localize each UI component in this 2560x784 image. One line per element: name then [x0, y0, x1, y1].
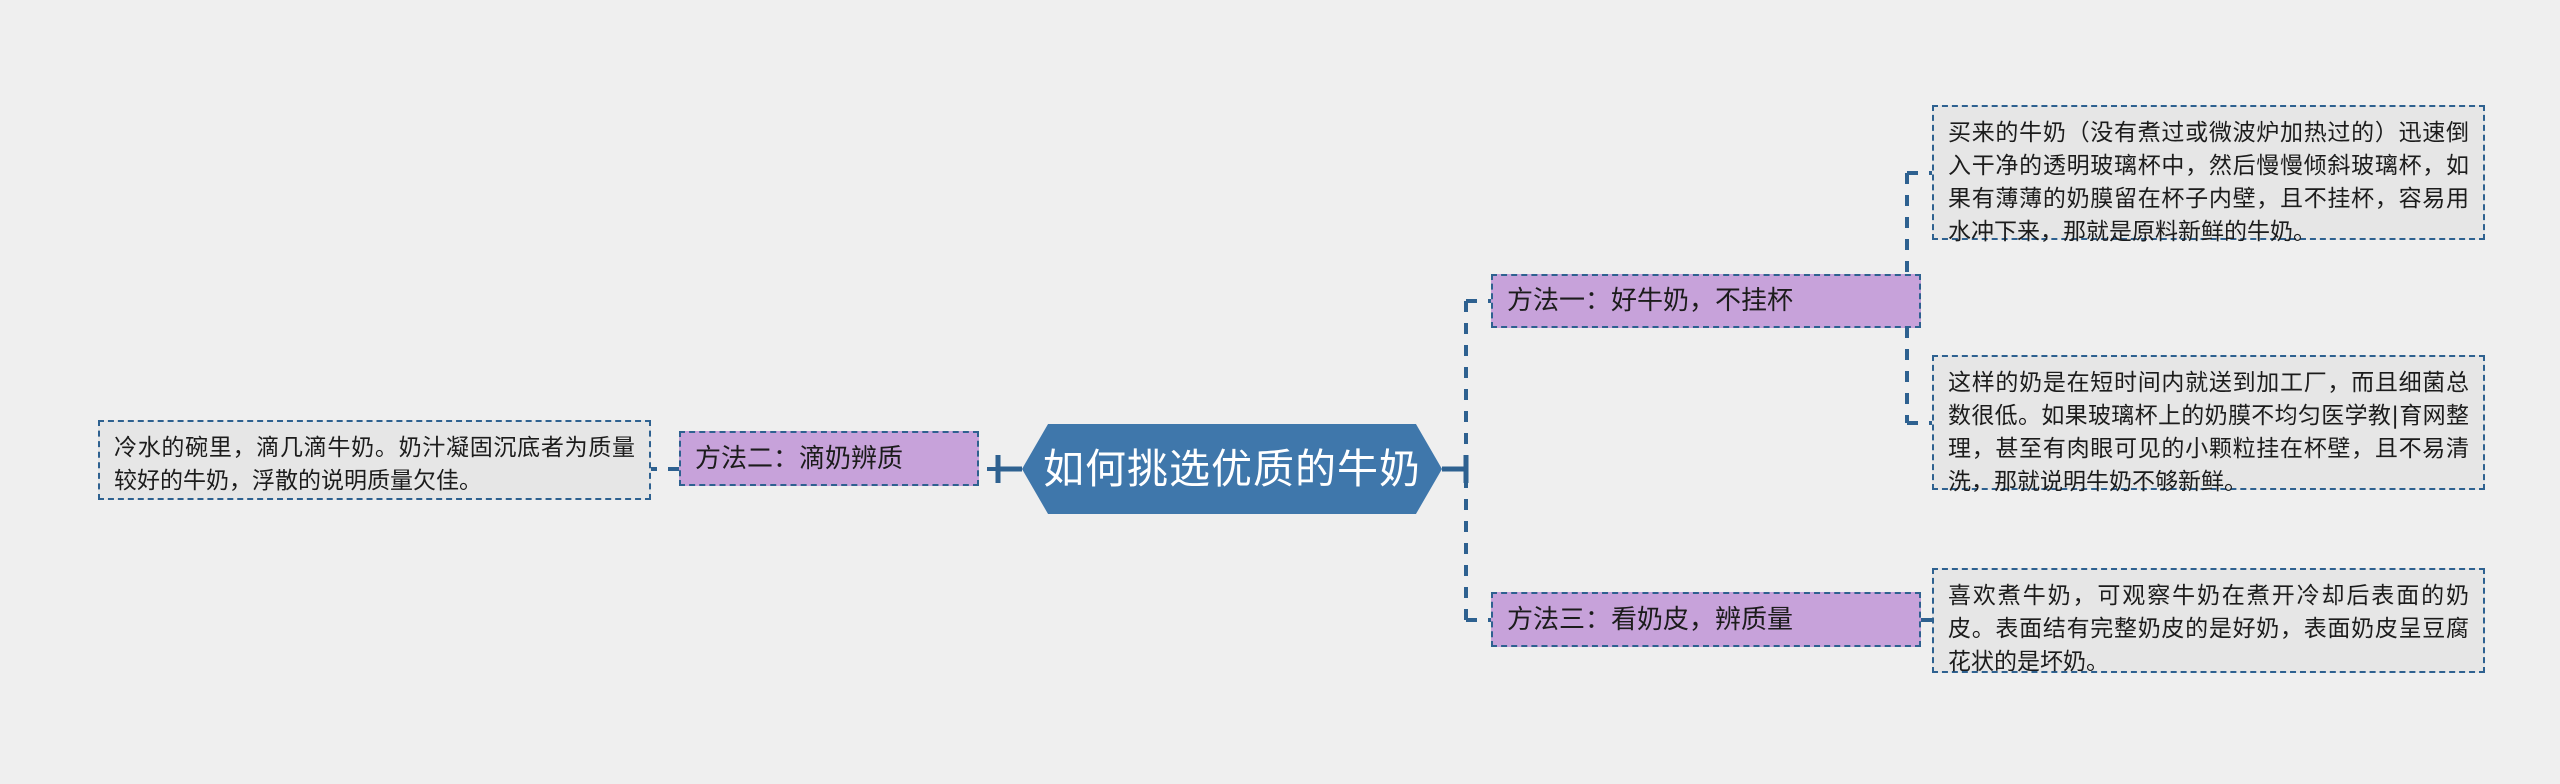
method-node-1-label: 方法一：好牛奶，不挂杯	[1507, 286, 1794, 316]
root-node-label: 如何挑选优质的牛奶	[1043, 444, 1421, 493]
root-node[interactable]: 如何挑选优质的牛奶	[1022, 424, 1442, 514]
detail-node-3[interactable]: 喜欢煮牛奶，可观察牛奶在煮开冷却后表面的奶皮。表面结有完整奶皮的是好奶，表面奶皮…	[1932, 568, 2485, 675]
method-node-2[interactable]: 方法二：滴奶辨质	[679, 431, 979, 486]
detail-node-4-text: 冷水的碗里，滴几滴牛奶。奶汁凝固沉底者为质量较好的牛奶，浮散的说明质量欠佳。	[114, 435, 635, 494]
detail-node-3-text: 喜欢煮牛奶，可观察牛奶在煮开冷却后表面的奶皮。表面结有完整奶皮的是好奶，表面奶皮…	[1948, 583, 2469, 675]
detail-node-2[interactable]: 这样的奶是在短时间内就送到加工厂，而且细菌总数很低。如果玻璃杯上的奶膜不均匀医学…	[1932, 355, 2485, 495]
detail-node-1-text: 买来的牛奶（没有煮过或微波炉加热过的）迅速倒入干净的透明玻璃杯中，然后慢慢倾斜玻…	[1948, 120, 2469, 245]
method-node-1[interactable]: 方法一：好牛奶，不挂杯	[1491, 274, 1921, 328]
detail-node-2-text: 这样的奶是在短时间内就送到加工厂，而且细菌总数很低。如果玻璃杯上的奶膜不均匀医学…	[1948, 370, 2469, 495]
method-node-2-label: 方法二：滴奶辨质	[695, 443, 904, 474]
detail-node-4[interactable]: 冷水的碗里，滴几滴牛奶。奶汁凝固沉底者为质量较好的牛奶，浮散的说明质量欠佳。	[98, 420, 651, 500]
method-node-3-label: 方法三：看奶皮，辨质量	[1507, 604, 1794, 635]
detail-node-1[interactable]: 买来的牛奶（没有煮过或微波炉加热过的）迅速倒入干净的透明玻璃杯中，然后慢慢倾斜玻…	[1932, 105, 2485, 245]
method-node-3[interactable]: 方法三：看奶皮，辨质量	[1491, 592, 1921, 647]
